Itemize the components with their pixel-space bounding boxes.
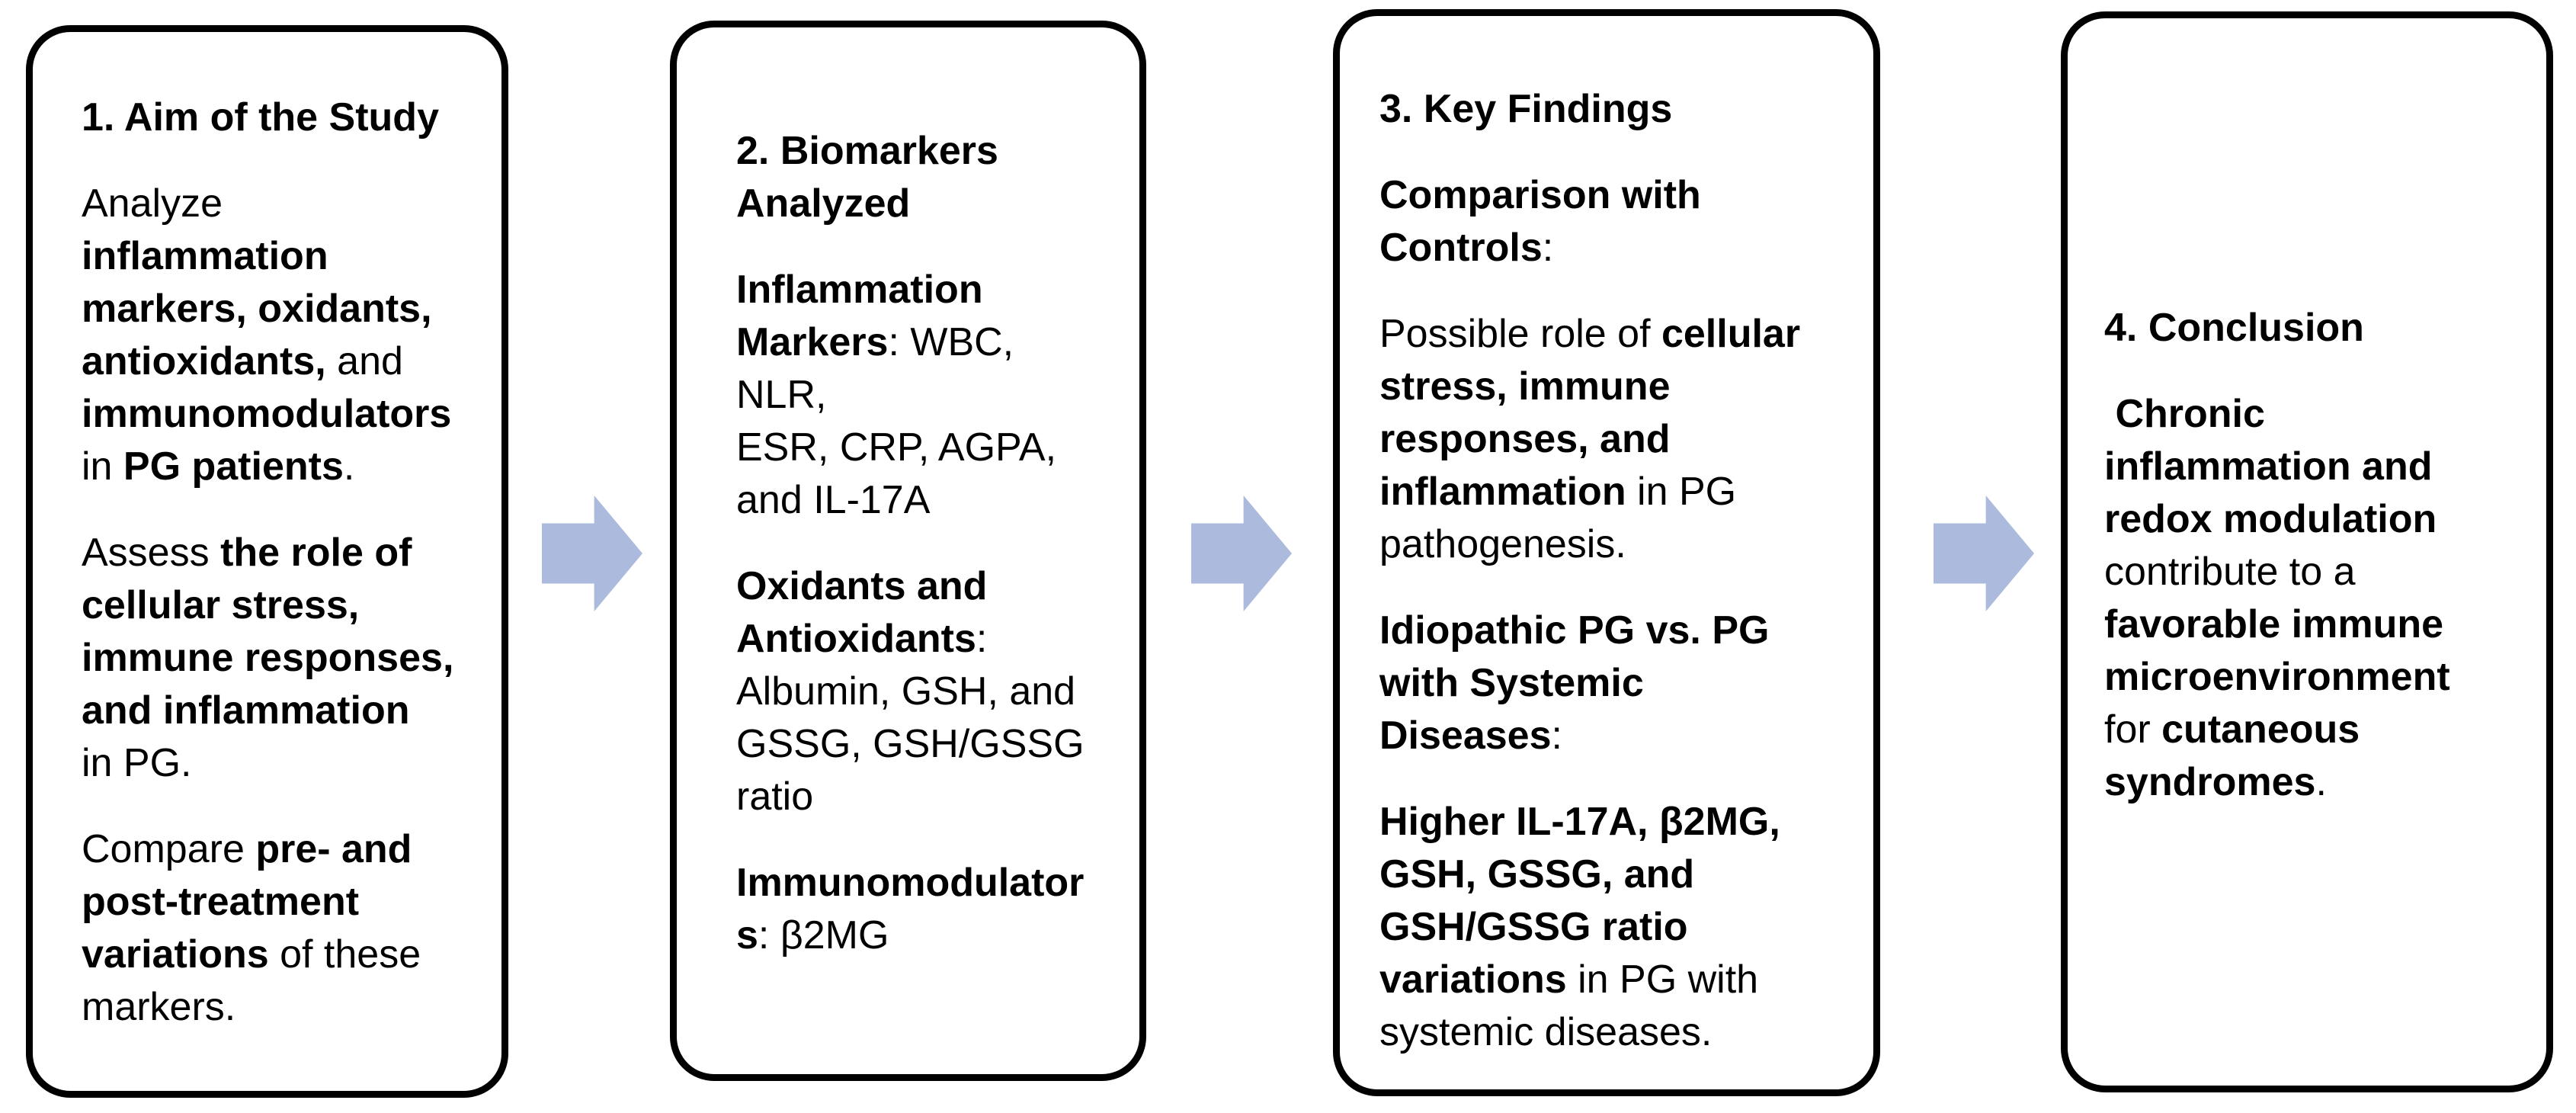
flow-arrow-3-icon — [1934, 496, 2034, 611]
step-box-aim-content: 1. Aim of the Study Analyze inflammation… — [33, 32, 501, 1091]
bold-text-run: Chronic inflammation and redox modulatio… — [2104, 392, 2437, 541]
bold-text-run: Oxidants and Antioxidants — [736, 564, 988, 661]
step-box-key-findings-content: 3. Key Findings Comparison with Controls… — [1340, 16, 1873, 1089]
text-run: : WBC, NLR, ESR, CRP, AGPA, and IL-17A — [736, 320, 1057, 522]
step-box-biomarkers: 2. Biomarkers Analyzed Inflammation Mark… — [670, 21, 1146, 1081]
step-title-aim: 1. Aim of the Study — [82, 95, 439, 140]
flow-arrow-1-icon — [542, 496, 642, 611]
bold-text-run: Immunomodulator s — [736, 861, 1085, 957]
paragraph: Chronic inflammation and redox modulatio… — [2104, 388, 2511, 809]
step-box-biomarkers-content: 2. Biomarkers Analyzed Inflammation Mark… — [677, 27, 1139, 1074]
bold-text-run: pre- and post-treatment variations — [82, 827, 412, 977]
step-box-key-findings: 3. Key Findings Comparison with Controls… — [1333, 9, 1880, 1096]
bold-text-run: cellular stress, immune responses, and i… — [1379, 312, 1801, 514]
paragraph: Inflammation Markers: WBC, NLR, ESR, CRP… — [736, 264, 1100, 527]
bold-text-run: the role of cellular stress, immune resp… — [82, 531, 454, 733]
bold-text-run: PG patients — [123, 444, 344, 489]
text-run: of these markers. — [82, 932, 421, 1029]
step-body-key-findings: Comparison with Controls: Possible role o… — [1379, 169, 1844, 1059]
step-box-aim: 1. Aim of the Study Analyze inflammation… — [26, 25, 508, 1098]
text-run: contribute to a — [2104, 550, 2356, 594]
text-run: in PG. — [82, 741, 192, 785]
flow-arrow-2-icon — [1191, 496, 1292, 611]
step-title-conclusion: 4. Conclusion — [2104, 306, 2364, 350]
text-run: . — [2315, 760, 2327, 804]
paragraph: Analyze inflammation markers, oxidants, … — [82, 178, 462, 493]
step-body-conclusion: Chronic inflammation and redox modulatio… — [2104, 388, 2511, 809]
paragraph: Idiopathic PG vs. PG with Systemic Disea… — [1379, 605, 1844, 762]
text-run: in PG with systemic diseases. — [1379, 957, 1759, 1054]
text-run: in — [82, 444, 113, 489]
paragraph: Compare pre- and post-treatment variatio… — [82, 823, 462, 1034]
bold-text-run: inflammation markers, oxidants, antioxid… — [82, 234, 432, 383]
text-run — [2104, 392, 2115, 436]
text-run: Compare — [82, 827, 256, 871]
bold-text-run: immunomodulators — [82, 392, 452, 436]
step-body-aim: Analyze inflammation markers, oxidants, … — [82, 178, 462, 1034]
text-run: : β2MG — [758, 913, 889, 957]
paragraph: Assess the role of cellular stress, immu… — [82, 527, 462, 790]
step-title-key-findings: 3. Key Findings — [1379, 87, 1673, 131]
text-run: : Albumin, GSH, and GSSG, GSH/GSSG ratio — [736, 617, 1085, 819]
paragraph: Higher IL-17A, β2MG, GSH, GSSG, and GSH/… — [1379, 796, 1844, 1059]
paragraph: Oxidants and Antioxidants: Albumin, GSH,… — [736, 560, 1100, 823]
text-run: for — [2104, 707, 2151, 752]
text-run: Assess — [82, 531, 221, 575]
step-title-biomarkers: 2. Biomarkers Analyzed — [736, 129, 998, 226]
bold-text-run: Inflammation Markers — [736, 268, 983, 364]
text-run: : — [1551, 714, 1562, 758]
text-run: Analyze — [82, 181, 223, 226]
text-run: and — [337, 339, 403, 383]
text-run: . — [343, 444, 355, 489]
step-body-biomarkers: Inflammation Markers: WBC, NLR, ESR, CRP… — [736, 264, 1100, 962]
paragraph: Immunomodulator s: β2MG — [736, 857, 1100, 962]
bold-text-run: Comparison with Controls — [1379, 173, 1701, 270]
bold-text-run: cutaneous syndromes — [2104, 707, 2360, 804]
paragraph: Possible role of cellular stress, immune… — [1379, 308, 1844, 571]
text-run: in PG pathogenesis. — [1379, 470, 1737, 566]
text-run: : — [1542, 226, 1554, 270]
bold-text-run: Idiopathic PG vs. PG with Systemic Disea… — [1379, 608, 1770, 758]
step-box-conclusion: 4. Conclusion Chronic inflammation and r… — [2061, 11, 2553, 1092]
paragraph: Comparison with Controls: — [1379, 169, 1844, 274]
text-run: Possible role of — [1379, 312, 1661, 356]
bold-text-run: favorable immune microenvironment — [2104, 602, 2450, 699]
bold-text-run: Higher IL-17A, β2MG, GSH, GSSG, and GSH/… — [1379, 800, 1780, 1002]
step-box-conclusion-content: 4. Conclusion Chronic inflammation and r… — [2068, 18, 2546, 1086]
